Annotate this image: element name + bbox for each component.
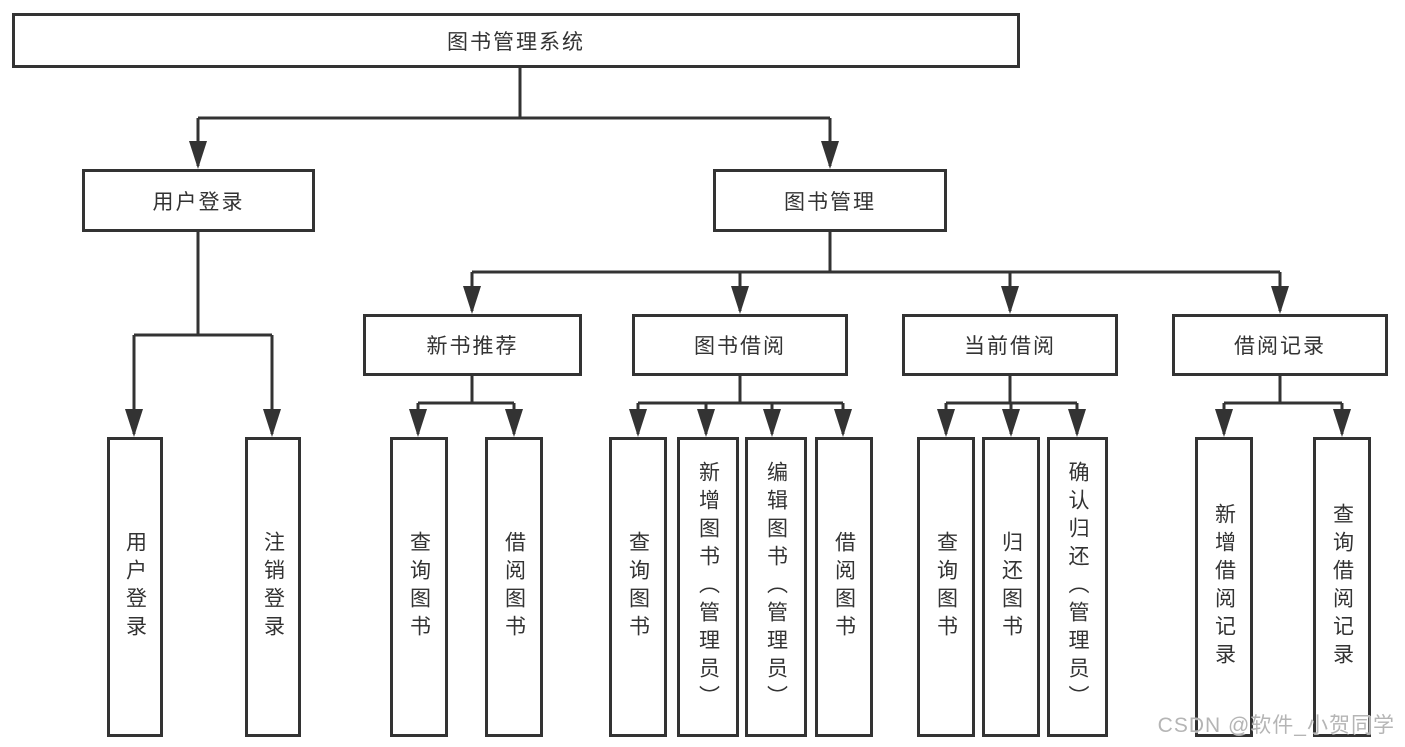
leaf-query-books: 查询图书 [609, 437, 667, 737]
leaf-query-borrow-record: 查询借阅记录 [1313, 437, 1371, 737]
leaf-label: 查询图书 [626, 531, 650, 643]
leaf-add-borrow-record: 新增借阅记录 [1195, 437, 1253, 737]
leaf-confirm-return-admin: 确认归还（管理员） [1047, 437, 1108, 737]
node-current-borrowing: 当前借阅 [902, 314, 1118, 376]
leaf-label: 查询图书 [407, 531, 431, 643]
arrowheads [125, 141, 1351, 437]
csdn-watermark: CSDN @软件_小贺同学 [1157, 714, 1395, 737]
leaf-borrow-books: 借阅图书 [485, 437, 543, 737]
node-book-management: 图书管理 [713, 169, 947, 232]
node-new-book-recommend: 新书推荐 [363, 314, 582, 376]
leaf-label: 用户登录 [123, 531, 147, 643]
node-user-login: 用户登录 [82, 169, 315, 232]
node-system-root: 图书管理系统 [12, 13, 1020, 68]
leaf-label: 借阅图书 [502, 531, 526, 643]
leaf-label: 确认归还（管理员） [1066, 461, 1089, 713]
leaf-borrow-books: 借阅图书 [815, 437, 873, 737]
leaf-logout: 注销登录 [245, 437, 301, 737]
leaf-label: 注销登录 [261, 531, 285, 643]
leaf-label: 归还图书 [999, 531, 1023, 643]
leaf-user-login: 用户登录 [107, 437, 163, 737]
leaf-return-books: 归还图书 [982, 437, 1040, 737]
leaf-label: 查询图书 [934, 531, 958, 643]
leaf-edit-books-admin: 编辑图书（管理员） [745, 437, 807, 737]
leaf-label: 查询借阅记录 [1330, 503, 1354, 671]
leaf-query-books: 查询图书 [390, 437, 448, 737]
node-borrowing-records: 借阅记录 [1172, 314, 1388, 376]
leaf-add-books-admin: 新增图书（管理员） [677, 437, 739, 737]
leaf-query-books: 查询图书 [917, 437, 975, 737]
leaf-label: 新增图书（管理员） [696, 461, 720, 713]
leaf-label: 编辑图书（管理员） [764, 461, 788, 713]
node-book-borrowing: 图书借阅 [632, 314, 848, 376]
leaf-label: 借阅图书 [832, 531, 856, 643]
leaf-label: 新增借阅记录 [1212, 503, 1236, 671]
